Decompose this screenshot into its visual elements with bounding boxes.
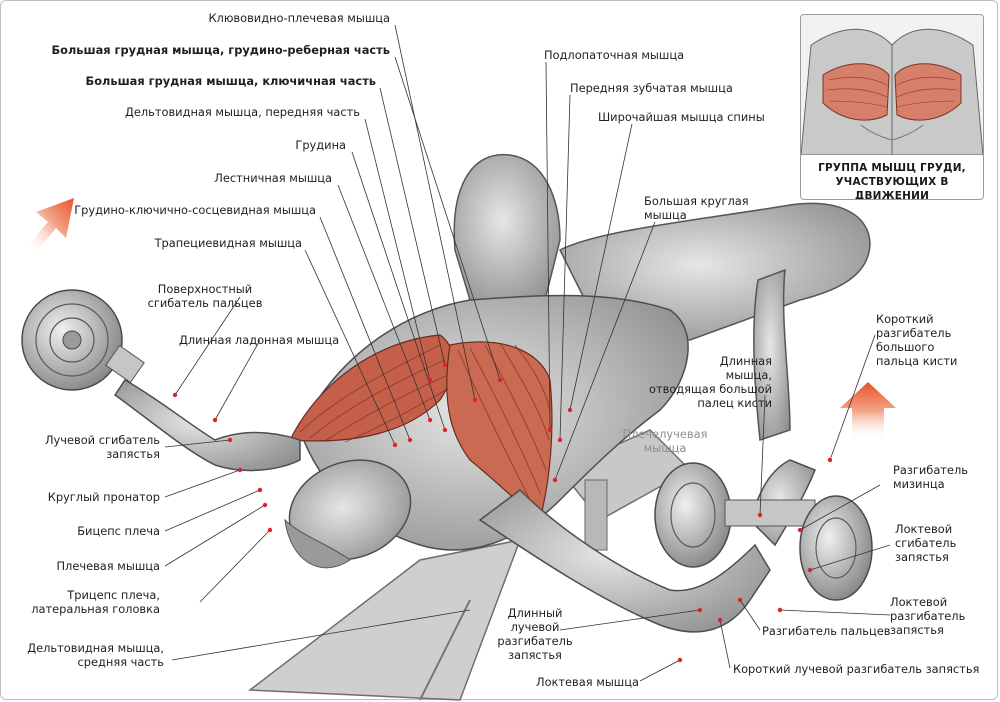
label-pec-major-clavicular: Большая грудная мышца, ключичная часть: [85, 74, 376, 88]
leader-lines: [164, 24, 891, 682]
inset-caption: ГРУППА МЫШЦ ГРУДИ, УЧАСТВУЮЩИХ В ДВИЖЕНИ…: [818, 162, 966, 200]
lift-arrow-right: [840, 382, 896, 440]
label-coracobrachialis: Клювовидно-плечевая мышца: [208, 11, 390, 25]
label-extensor-carpi-radialis-brevis: Короткий лучевой разгибатель запястья: [733, 662, 980, 676]
label-scalene: Лестничная мышца: [214, 171, 332, 185]
label-biceps: Бицепс плеча: [77, 524, 160, 538]
label-extensor-digiti-minimi: Разгибатель мизинца: [893, 463, 968, 491]
label-extensor-carpi-radialis-longus: Длинный лучевой разгибатель запястья: [497, 606, 573, 662]
label-subscapularis: Подлопаточная мышца: [544, 48, 685, 62]
label-palmaris-longus: Длинная ладонная мышца: [179, 333, 340, 347]
chest-muscles-inset: ГРУППА МЫШЦ ГРУДИ, УЧАСТВУЮЩИХ В ДВИЖЕНИ…: [800, 14, 984, 200]
label-sternocleidomastoid: Грудино-ключично-сосцевидная мышца: [74, 203, 316, 217]
pectoralis-major-highlight: [289, 334, 553, 522]
left-dumbbell: [21, 289, 145, 391]
label-flexor-carpi-ulnaris: Локтевой сгибатель запястья: [895, 522, 957, 564]
label-brachialis: Плечевая мышца: [56, 559, 160, 573]
head: [284, 459, 412, 569]
label-extensor-pollicis-brevis: Короткий разгибатель большого пальца кис…: [876, 312, 958, 368]
label-flexor-carpi-radialis: Лучевой сгибатель запястья: [44, 433, 160, 461]
label-extensor-carpi-ulnaris: Локтевой разгибатель запястья: [890, 595, 966, 637]
label-abductor-pollicis-longus: Длинная мышца, отводящая большой палец к…: [649, 354, 772, 410]
label-anconeus: Локтевая мышца: [536, 675, 639, 689]
label-pronator-teres: Круглый пронатор: [47, 490, 160, 504]
label-trapezius: Трапециевидная мышца: [154, 236, 302, 250]
left-arm: [113, 379, 301, 472]
label-pec-major-sternocostal: Большая грудная мышца, грудино-реберная …: [51, 43, 390, 57]
label-deltoid-anterior: Дельтовидная мышца, передняя часть: [124, 105, 360, 119]
label-sternum: Грудина: [295, 138, 346, 152]
label-latissimus-dorsi: Широчайшая мышца спины: [598, 110, 765, 124]
label-triceps: Трицепс плеча, латеральная головка: [31, 588, 160, 616]
label-flexor-digitorum-superficialis: Поверхностный сгибатель пальцев: [147, 282, 263, 310]
label-serratus-anterior: Передняя зубчатая мышца: [570, 81, 733, 95]
label-extensor-digitorum: Разгибатель пальцев: [762, 624, 891, 638]
chest-inset-illustration: [801, 15, 983, 156]
lift-arrow-left: [28, 198, 74, 252]
right-dumbbell: [654, 462, 873, 601]
label-teres-major: Большая круглая мышца: [644, 194, 749, 222]
label-brachioradialis: Плечелучевая мышца: [622, 427, 708, 455]
muscle-markers: [172, 362, 833, 663]
label-deltoid-middle: Дельтовидная мышца, средняя часть: [27, 641, 164, 669]
